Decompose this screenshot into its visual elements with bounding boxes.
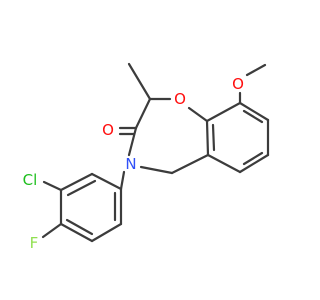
bond <box>205 119 210 157</box>
fluorine-label: F <box>30 234 39 252</box>
bond <box>170 153 210 175</box>
bond <box>59 172 94 192</box>
bond <box>65 218 94 236</box>
bond <box>245 63 267 77</box>
bond <box>242 109 264 124</box>
bond <box>211 123 216 152</box>
bond-layer <box>41 62 270 243</box>
bond <box>127 62 152 101</box>
bond <box>127 126 138 157</box>
oxygen-carbonyl-label: O <box>102 121 114 139</box>
bond <box>42 180 63 192</box>
bond <box>41 222 63 239</box>
bond <box>90 172 123 191</box>
bond <box>205 101 242 123</box>
bond <box>238 153 270 174</box>
bond <box>238 101 270 122</box>
bond <box>187 106 209 123</box>
molecule-structure-diagram: O O O N Cl F <box>23 62 270 252</box>
atom-label-layer: O O O N Cl F <box>23 75 244 252</box>
bond <box>139 165 174 175</box>
bond <box>59 222 94 243</box>
nitrogen-label: N <box>125 155 136 173</box>
oxygen-ring-label: O <box>174 90 186 108</box>
oxygen-methoxy-label: O <box>232 75 244 93</box>
bond <box>134 97 152 130</box>
chlorine-label: Cl <box>23 171 38 189</box>
bond <box>66 179 97 197</box>
bond <box>90 222 123 243</box>
bond <box>119 170 126 191</box>
bond <box>242 151 264 166</box>
bond <box>206 153 242 174</box>
